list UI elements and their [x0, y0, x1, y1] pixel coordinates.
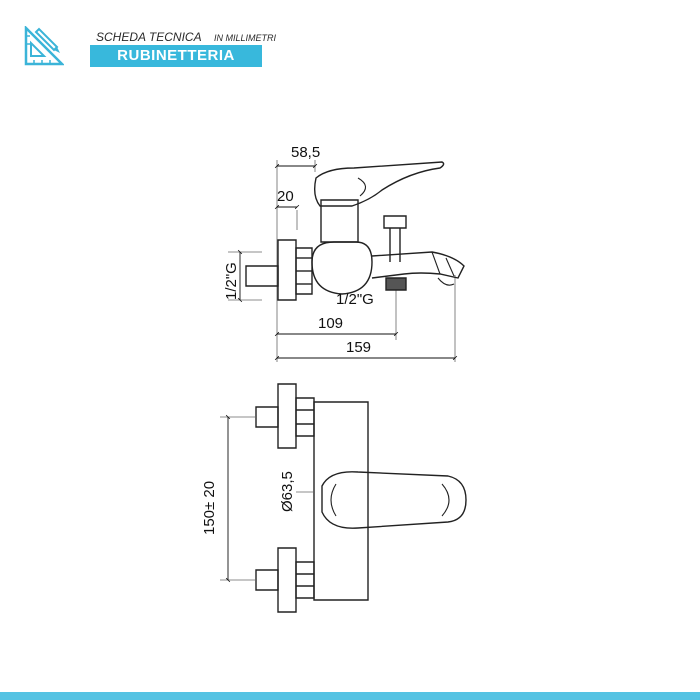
spout — [371, 251, 465, 279]
upper-inlet-pipe — [255, 406, 279, 428]
front-dimensions — [220, 414, 314, 583]
upper-nut — [295, 397, 315, 437]
front-view — [255, 383, 467, 613]
dim-outlet-reach: 109 — [318, 315, 343, 332]
connector-nut — [295, 247, 313, 295]
lever-handle — [313, 161, 445, 207]
dim-total-reach: 159 — [346, 339, 371, 356]
mixer-body — [311, 241, 373, 295]
diverter-knob — [383, 215, 407, 229]
outlet-thread — [385, 277, 407, 291]
footer-bar — [0, 692, 700, 700]
lower-inlet-pipe — [255, 569, 279, 591]
ruler-pencil-icon — [24, 26, 64, 66]
category-banner: RUBINETTERIA — [90, 45, 262, 67]
dim-body-diameter: Ø63,5 — [279, 471, 296, 512]
header: SCHEDA TECNICA IN MILLIMETRI RUBINETTERI… — [24, 24, 276, 70]
dim-inlet-spacing: 150± 20 — [201, 481, 218, 535]
dim-top-width: 58,5 — [291, 144, 320, 161]
cartridge-column — [320, 199, 359, 243]
wall-flange — [277, 239, 297, 301]
lower-nut — [295, 561, 315, 599]
inlet-pipe — [245, 265, 279, 287]
sheet-subtitle: IN MILLIMETRI — [214, 33, 277, 43]
sheet-title: SCHEDA TECNICA — [96, 30, 202, 44]
lower-flange — [277, 547, 297, 613]
side-extension-lines — [228, 160, 456, 362]
dim-wall-depth: 20 — [277, 188, 294, 205]
dim-inlet-thread: 1/2"G — [223, 262, 240, 300]
upper-flange — [277, 383, 297, 449]
front-body — [313, 401, 369, 601]
title-line: SCHEDA TECNICA IN MILLIMETRI — [96, 28, 276, 46]
side-dimensions — [237, 163, 458, 361]
side-view — [228, 160, 465, 362]
dim-outlet-thread: 1/2"G — [336, 291, 374, 308]
front-lever — [321, 471, 467, 529]
